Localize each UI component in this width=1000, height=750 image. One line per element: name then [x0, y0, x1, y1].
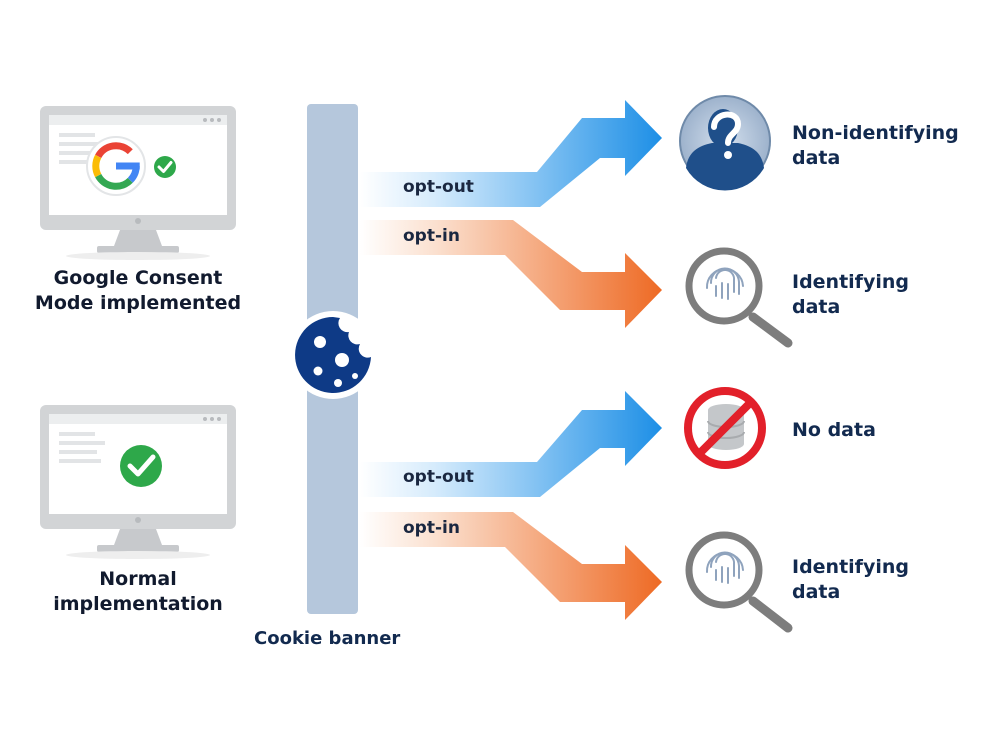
- outcome-1-line1: Non-identifying: [792, 122, 959, 144]
- outcome-3-line1: No data: [792, 419, 876, 441]
- flow-label-opt-out-bottom: opt-out: [403, 467, 474, 487]
- cookie-icon: [289, 311, 377, 399]
- outcome-4-line1: Identifying: [792, 556, 909, 578]
- flow-label-opt-in-bottom: opt-in: [403, 518, 460, 538]
- cookie-banner-label: Cookie banner: [254, 628, 401, 649]
- monitor-top-caption: Google Consent Mode implemented: [10, 266, 266, 316]
- flow-label-opt-in-top: opt-in: [403, 226, 460, 246]
- outcome-2-line1: Identifying: [792, 271, 909, 293]
- outcome-identifying-bottom: Identifying data: [792, 555, 909, 605]
- monitor-bottom-line2: implementation: [53, 593, 223, 615]
- monitor-bottom-caption: Normal implementation: [10, 567, 266, 617]
- monitor-top-line1: Google Consent: [53, 267, 223, 289]
- opt-in-arrow-bottom: [360, 512, 662, 620]
- opt-out-arrow-bottom: [360, 391, 662, 497]
- fingerprint-magnifier-icon-bottom: [685, 531, 793, 633]
- fingerprint-magnifier-icon-top: [685, 247, 793, 348]
- outcome-1-line2: data: [792, 147, 841, 169]
- outcome-no-data: No data: [792, 418, 876, 443]
- opt-out-arrow-top: [360, 100, 662, 207]
- outcome-non-identifying: Non-identifying data: [792, 121, 959, 171]
- monitor-top-line2: Mode implemented: [34, 292, 242, 314]
- flow-label-opt-out-top: opt-out: [403, 177, 474, 197]
- check-icon: [117, 442, 165, 490]
- outcome-2-line2: data: [792, 296, 841, 318]
- google-g-icon: [86, 136, 146, 196]
- outcome-4-line2: data: [792, 581, 841, 603]
- opt-in-arrow-top: [360, 220, 662, 328]
- check-badge-icon: [152, 154, 178, 180]
- monitor-bottom-line1: Normal: [99, 568, 177, 590]
- anonymous-user-icon: [679, 95, 771, 191]
- outcome-identifying-top: Identifying data: [792, 270, 909, 320]
- no-data-icon: [684, 387, 766, 469]
